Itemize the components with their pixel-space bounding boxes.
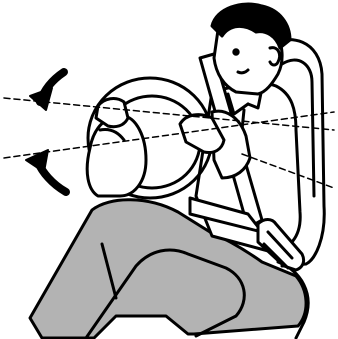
tilt-up-arrow (26, 150, 66, 192)
tilt-down-arrow (30, 72, 64, 110)
